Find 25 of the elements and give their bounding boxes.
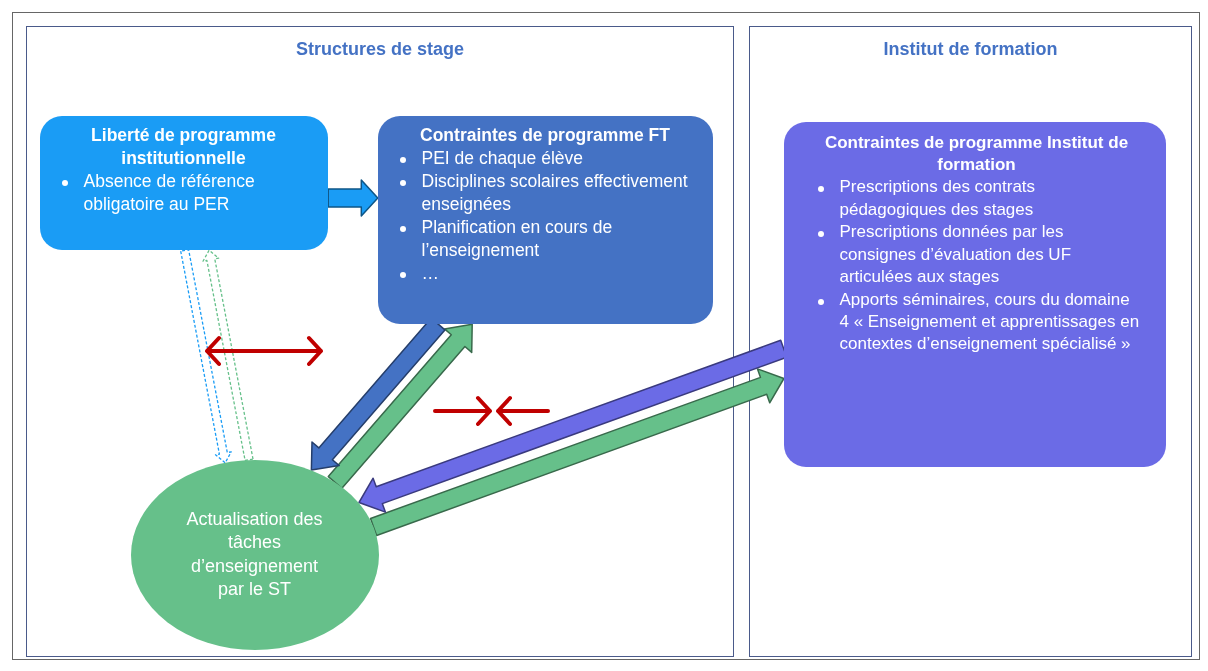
block-arrow xyxy=(327,179,379,217)
bullet-text: … xyxy=(421,263,439,284)
box-heading: Contraintes de programme Institut de formation xyxy=(823,131,1130,176)
block-arrow xyxy=(180,248,232,464)
section-title: Structures de stage xyxy=(295,39,465,60)
bullet-text: Prescriptions données par les consignes d’évaluation des UF articulées aux stages xyxy=(839,222,1072,287)
bullet-text: Absence de référence obligatoire au PER xyxy=(83,170,255,214)
bullet-text: Prescriptions des contrats pédagogiques des stages xyxy=(839,177,1036,219)
block-arrow xyxy=(369,368,785,537)
constraint-box xyxy=(783,121,1166,467)
constraint-box xyxy=(39,115,328,250)
bullet-text: Planification en cours de l’enseignement xyxy=(421,216,613,260)
box-heading: Liberté de programme institutionnelle xyxy=(90,123,277,170)
box-heading: Contraintes de programme FT xyxy=(419,123,671,147)
section-title: Institut de formation xyxy=(883,39,1058,60)
block-arrow xyxy=(327,323,473,490)
bullet-text: Apports séminaires, cours du domaine 4 « Enseignement et apprentissages en contextes d’enseignement spécialisé » xyxy=(839,289,1140,354)
section-panel xyxy=(26,26,734,657)
task-ellipse xyxy=(130,459,379,650)
bullet-text: Disciplines scolaires effectivement enseignées xyxy=(421,170,688,214)
block-arrow xyxy=(202,249,254,462)
node-text: Actualisation des tâches d’enseignement par le ST xyxy=(185,507,324,601)
constraint-box xyxy=(377,115,713,324)
section-panel xyxy=(749,26,1192,657)
bullet-text: PEI de chaque élève xyxy=(421,147,583,168)
